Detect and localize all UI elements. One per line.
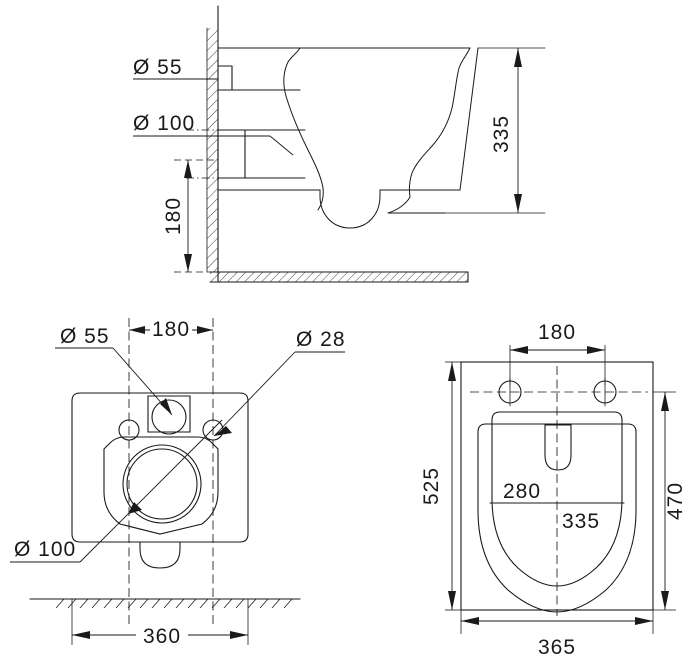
- dia28-leader-rear-angled: [213, 351, 296, 437]
- dim180-rear-arrow-left: [129, 326, 145, 334]
- dim180-label-rear: 180: [152, 318, 190, 341]
- outlet-circle-inner-dia100: [126, 448, 198, 520]
- dim180-top-arrow-right: [587, 346, 605, 354]
- dim360-arrow-right: [230, 631, 248, 639]
- rear-view: 180 360 Ø 55 Ø 28 Ø 100: [10, 318, 346, 648]
- dim365-arrow-left: [461, 617, 479, 625]
- floor-hatch: [210, 272, 468, 282]
- rear-floor-hatch: [55, 598, 293, 609]
- dim180-label-top: 180: [538, 321, 576, 344]
- dia28-label-rear: Ø 28: [296, 328, 346, 351]
- rear-outer-body: [71, 392, 249, 543]
- inner-dim-280-label: 280: [503, 480, 541, 503]
- dim470-arrow-bottom: [661, 591, 669, 610]
- dim365-label: 365: [538, 636, 576, 659]
- flush-pipe-housing: [147, 395, 191, 433]
- dim470-label: 470: [664, 482, 687, 520]
- dim335-side-arrow-top: [514, 48, 522, 67]
- dim335-side-arrow-bottom: [514, 194, 522, 213]
- dia28-leader-rear-arrow: [214, 426, 232, 436]
- dim360-arrow-left: [72, 631, 90, 639]
- dia100-leader-rear-angled: [79, 419, 223, 563]
- dim360-label-rear: 360: [143, 625, 181, 648]
- bowl-inner-left-contour: [283, 47, 324, 211]
- dim525-arrow-top: [448, 362, 456, 381]
- dim470-arrow-top: [661, 392, 669, 411]
- toilet-bowl-rim: [491, 411, 623, 587]
- bowl-lower-right-contour: [387, 196, 446, 214]
- toilet-seat-outline: [477, 423, 637, 613]
- outlet-housing-outline: [103, 436, 219, 535]
- side-section-view: Ø 55 Ø 100 180 335: [133, 5, 546, 283]
- dim335-label-side: 335: [490, 115, 513, 153]
- dim525-label: 525: [420, 467, 443, 505]
- flush-pipe-circle-dia55: [151, 399, 187, 435]
- dia55-label-rear: Ø 55: [60, 325, 110, 348]
- bowl-bottom-saddle: [319, 189, 381, 229]
- dia100-label-rear: Ø 100: [14, 538, 76, 561]
- dim180-label-side: 180: [162, 197, 185, 235]
- dia100-leader-rear-arrow: [128, 502, 142, 514]
- dia100-label-side: Ø 100: [133, 112, 195, 135]
- dim180-side-arrow-top: [184, 160, 192, 178]
- dia100-leader-side-angled: [269, 135, 294, 156]
- bowl-inner-right-contour: [408, 47, 471, 198]
- dia55-leader-rear-arrow: [160, 398, 172, 415]
- dim180-side-arrow-bottom: [184, 254, 192, 272]
- dim180-top-arrow-left: [510, 346, 528, 354]
- outlet-circle-outer-dia100: [122, 444, 202, 524]
- dim365-arrow-right: [635, 617, 653, 625]
- dim180-rear-arrow-right: [197, 326, 213, 334]
- wall-hatch: [207, 28, 218, 272]
- bowl-rear-taper: [459, 47, 479, 191]
- flush-water-inlet: [544, 424, 572, 471]
- dim525-arrow-bottom: [448, 591, 456, 610]
- inner-dim-335-label: 335: [562, 510, 600, 533]
- rear-bottom-saddle: [139, 541, 181, 569]
- dia55-label-side: Ø 55: [133, 56, 183, 79]
- top-plan-view: 280 335 180 525 470: [420, 321, 687, 659]
- dim180-rear-text-bg: [150, 318, 192, 340]
- dim360-text-bg: [136, 622, 188, 646]
